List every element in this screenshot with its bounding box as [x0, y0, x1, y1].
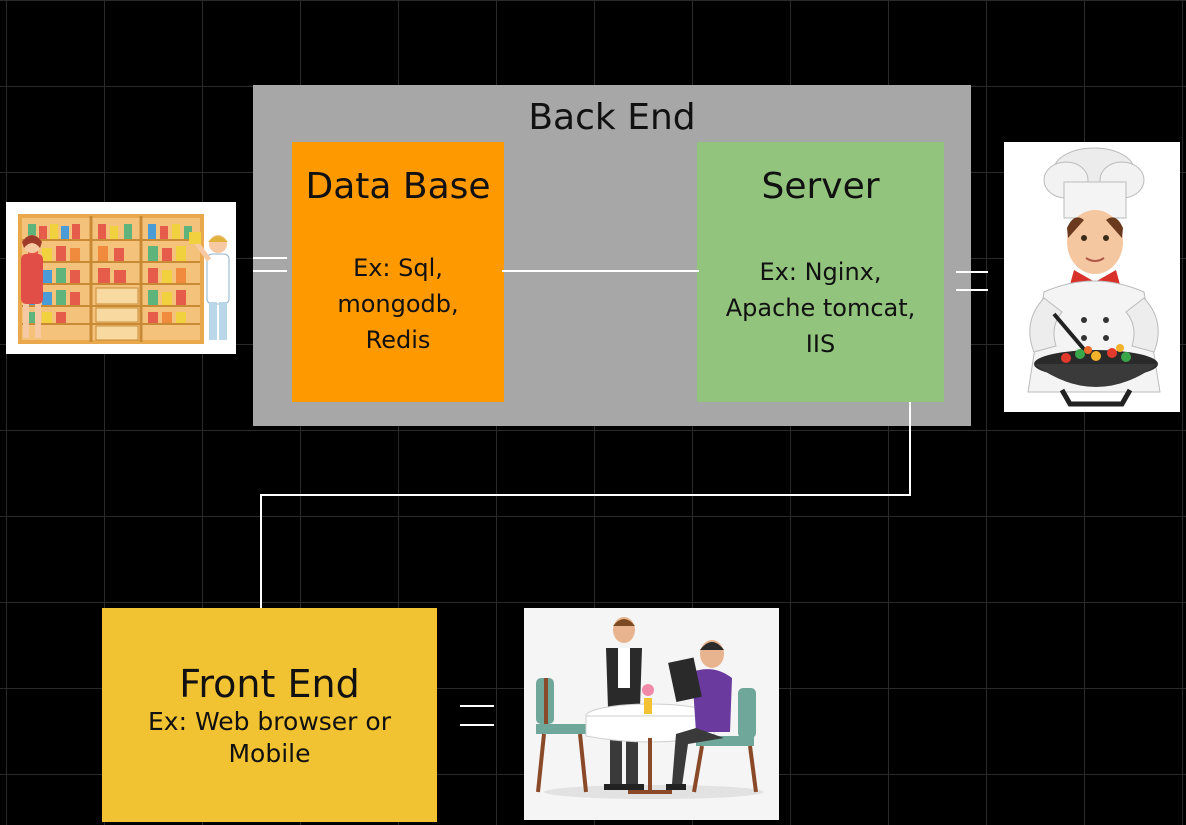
frontend-waiter-connector [460, 724, 494, 726]
server-example-line: Ex: Nginx, [759, 258, 882, 286]
server-frontend-connector-horizontal [260, 494, 911, 496]
pantry-db-connector [253, 257, 287, 259]
database-title: Data Base [305, 166, 491, 207]
db-server-connector [502, 270, 699, 272]
server-frontend-connector-vertical [909, 402, 911, 496]
database-example-line: mongodb, [337, 290, 459, 318]
server-examples: Ex: Nginx, Apache tomcat, IIS [697, 254, 944, 362]
pantry-illustration [6, 202, 236, 354]
frontend-example-line: Mobile [228, 739, 311, 768]
frontend-examples: Ex: Web browser or Mobile [102, 706, 437, 770]
server-chef-connector [956, 271, 988, 273]
server-box: Server Ex: Nginx, Apache tomcat, IIS [697, 142, 944, 402]
server-example-line: Apache tomcat, [725, 294, 916, 322]
waiter-illustration [524, 608, 779, 820]
server-frontend-connector-drop [260, 494, 262, 608]
server-example-line: IIS [805, 330, 836, 358]
chef-icon [1027, 147, 1161, 407]
chef-illustration [1004, 142, 1180, 412]
backend-title: Back End [528, 97, 696, 138]
waiter-icon [536, 617, 764, 799]
server-chef-connector [956, 289, 988, 291]
frontend-title: Front End [179, 662, 360, 706]
frontend-example-line: Ex: Web browser or [148, 707, 391, 736]
database-box: Data Base Ex: Sql, mongodb, Redis [292, 142, 504, 402]
pantry-db-connector [253, 270, 287, 272]
frontend-box: Front End Ex: Web browser or Mobile [102, 608, 437, 822]
database-example-line: Ex: Sql, [353, 254, 443, 282]
pantry-icon [18, 214, 230, 344]
server-title: Server [761, 166, 880, 207]
database-examples: Ex: Sql, mongodb, Redis [292, 250, 504, 358]
frontend-waiter-connector [460, 705, 494, 707]
database-example-line: Redis [365, 326, 431, 354]
